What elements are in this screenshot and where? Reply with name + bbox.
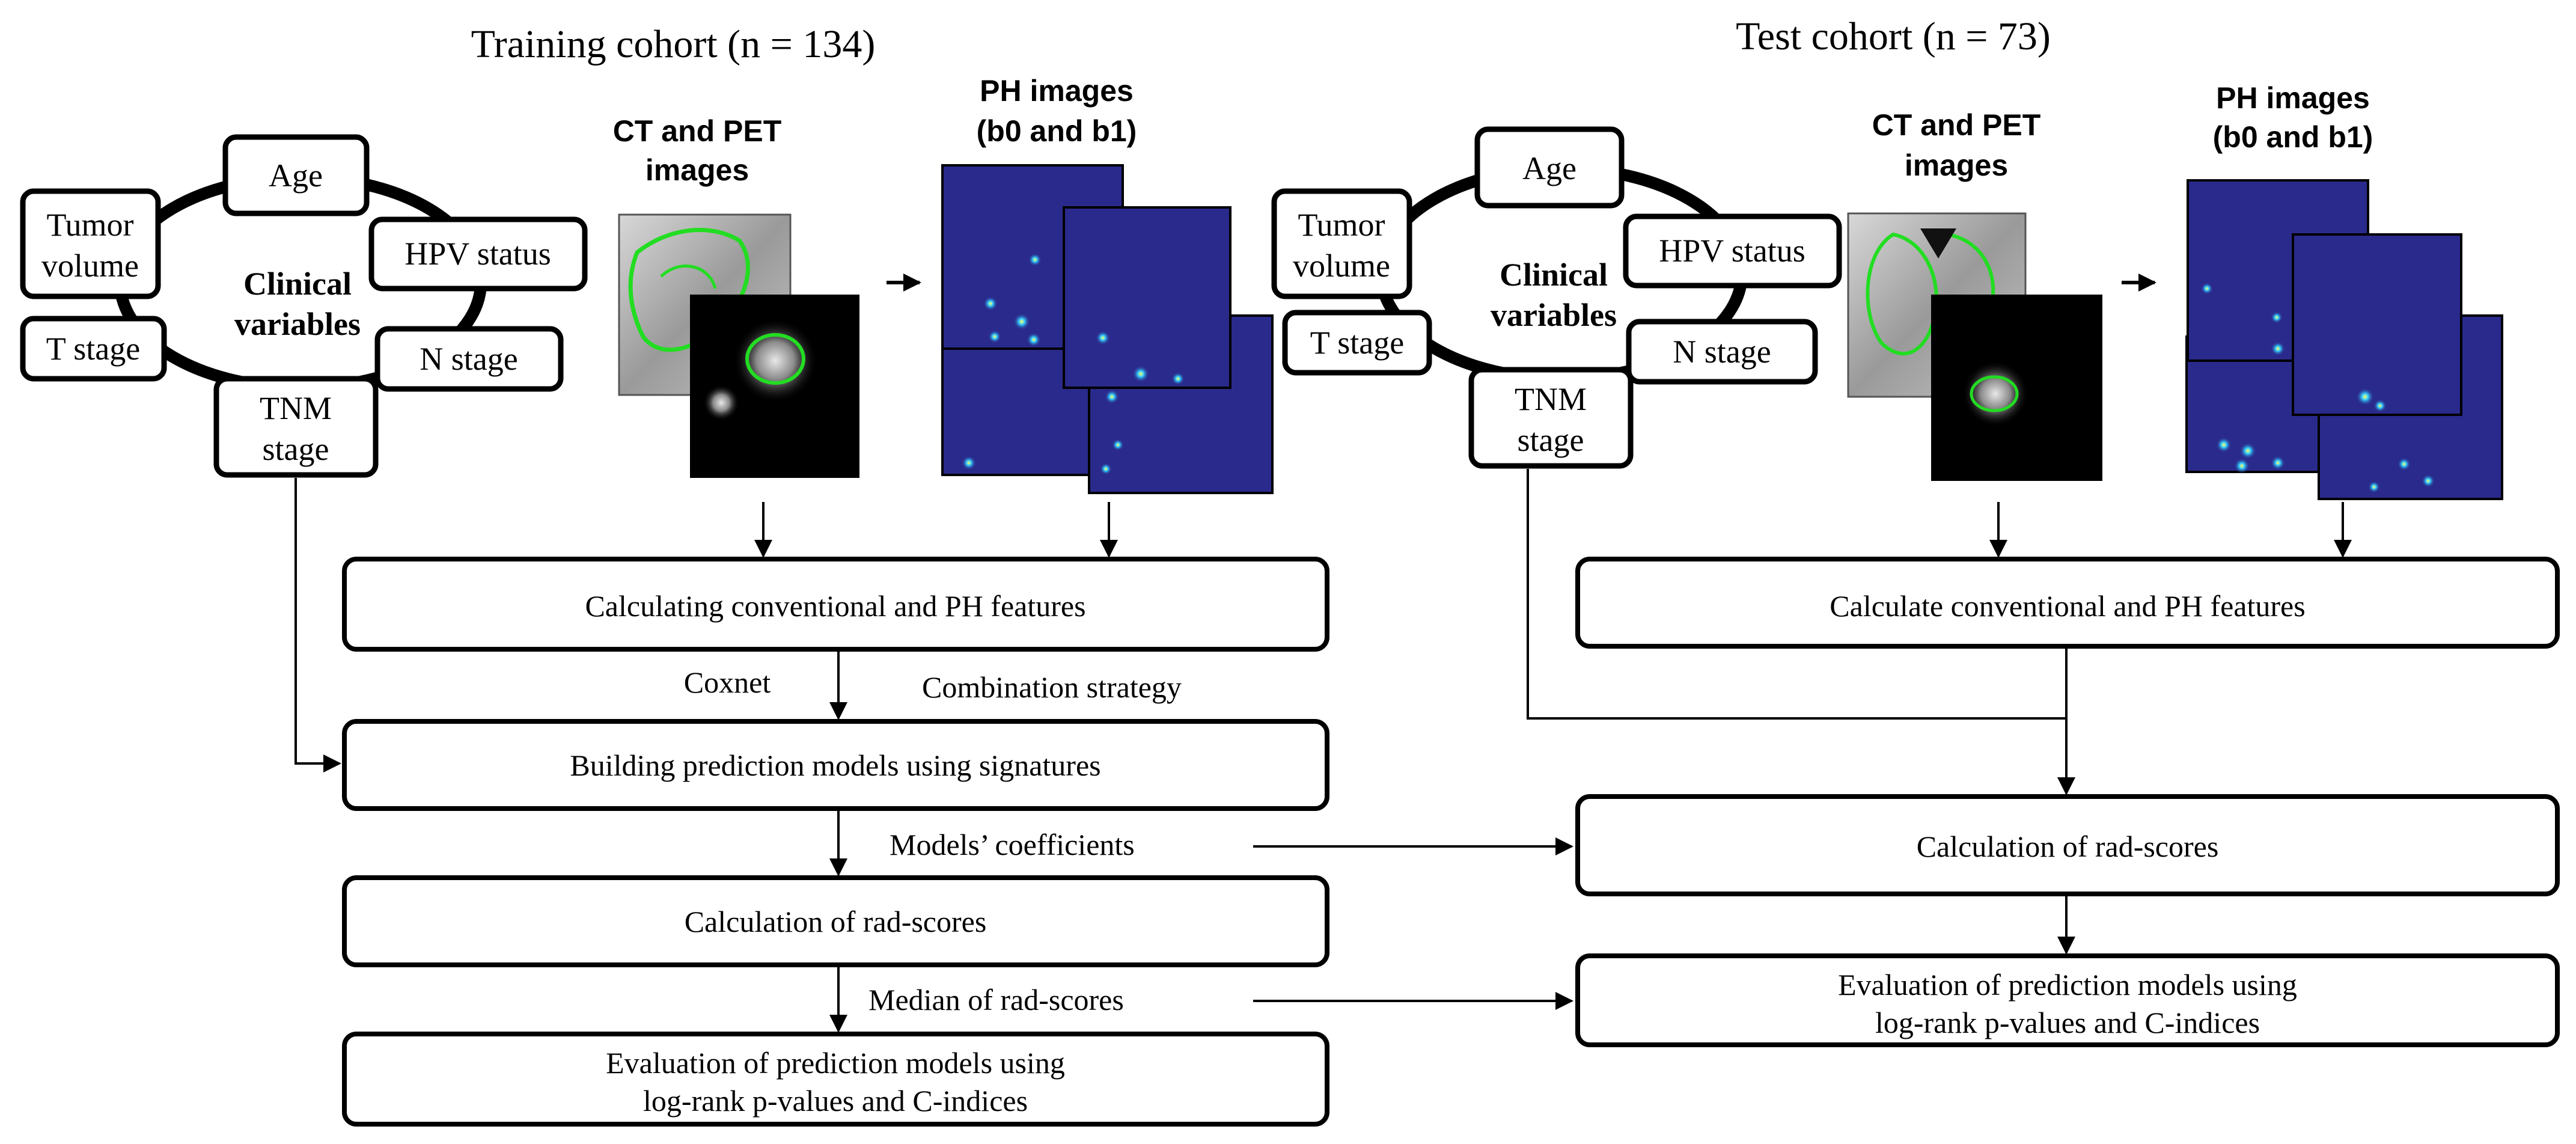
training-hpv-box <box>368 216 588 292</box>
test-tumor-label-line1: Tumor <box>1298 207 1385 243</box>
test-radscores-label: Calculation of rad-scores <box>1917 830 2219 863</box>
test-clinical-center-line1: Clinical <box>1500 257 1608 293</box>
training-coefficients-label: Models’ coefficients <box>890 828 1135 861</box>
training-clinical-variables: Age Tumor volume HPV status T stage N st… <box>20 134 588 478</box>
test-tnm-label-line1: TNM <box>1515 381 1587 417</box>
training-arrow-clinical-to-build <box>295 478 341 772</box>
test-ph-image-stack <box>2185 179 2503 500</box>
test-clinical-variables: Age Tumor volume HPV status T stage N st… <box>1271 126 1842 469</box>
training-eval-label-line2: log-rank p-values and C-indices <box>643 1084 1028 1118</box>
training-tumor-label-line1: Tumor <box>46 207 133 243</box>
training-cohort-title: Training cohort (n = 134) <box>471 22 876 66</box>
test-tumor-volume-box <box>1271 188 1412 299</box>
test-eval-box <box>1575 953 2560 1047</box>
test-radscores-box <box>1575 794 2560 896</box>
training-tnm-stage-box <box>213 376 379 478</box>
training-clinical-center-line2: variables <box>234 306 361 342</box>
training-age-label: Age <box>269 158 323 194</box>
training-radscores-label: Calculation of rad-scores <box>685 905 987 938</box>
test-features-label: Calculate conventional and PH features <box>1830 589 2305 623</box>
training-eval-label-line1: Evaluation of prediction models using <box>606 1046 1065 1080</box>
test-ph-heading-line2: (b0 and b1) <box>2213 120 2373 154</box>
training-build-box <box>342 719 1329 811</box>
training-build-label: Building prediction models using signatu… <box>570 748 1100 782</box>
training-radscores-box <box>342 875 1329 967</box>
training-tumor-label-line2: volume <box>41 248 139 284</box>
test-pet-image <box>1931 295 2102 481</box>
test-line-clinical-to-merge <box>1527 469 2066 720</box>
training-t-stage-box <box>20 316 167 382</box>
test-cohort-title: Test cohort (n = 73) <box>1736 14 2051 58</box>
test-ct-pet-heading-line2: images <box>1905 148 2008 182</box>
test-tnm-stage-box <box>1468 367 1634 469</box>
test-clinical-center-line2: variables <box>1491 297 1617 333</box>
training-features-box <box>342 557 1329 652</box>
training-tnm-label-line1: TNM <box>260 390 332 426</box>
training-n-stage-box <box>374 326 564 392</box>
training-clinical-center-line1: Clinical <box>243 266 352 302</box>
training-n-stage-label: N stage <box>420 341 517 377</box>
test-ct-pet-heading-line1: CT and PET <box>1872 108 2041 142</box>
test-tumor-label-line2: volume <box>1293 248 1390 284</box>
training-hpv-label: HPV status <box>404 236 551 272</box>
training-ct-pet-heading-line1: CT and PET <box>613 114 782 148</box>
test-hpv-label: HPV status <box>1659 233 1805 269</box>
test-ph-heading-line1: PH images <box>2216 81 2370 115</box>
training-combination-label: Combination strategy <box>922 670 1182 704</box>
training-ph-heading-line2: (b0 and b1) <box>977 114 1137 148</box>
test-t-stage-label: T stage <box>1310 325 1404 361</box>
test-age-box <box>1474 126 1625 209</box>
training-coxnet-label: Coxnet <box>684 665 771 699</box>
training-median-label: Median of rad-scores <box>868 983 1124 1017</box>
test-hpv-box <box>1623 213 1842 289</box>
test-t-stage-box <box>1282 310 1432 376</box>
training-t-stage-label: T stage <box>46 331 140 367</box>
training-age-box <box>222 134 370 216</box>
test-features-box <box>1575 557 2560 649</box>
training-ph-image-stack <box>941 164 1274 494</box>
training-ct-pet-heading-line2: images <box>646 153 749 187</box>
training-ph-heading-line1: PH images <box>980 74 1134 108</box>
test-n-stage-box <box>1626 319 1818 385</box>
training-eval-box <box>342 1032 1329 1127</box>
training-tumor-volume-box <box>20 188 161 299</box>
training-pet-image <box>690 295 859 478</box>
test-tnm-label-line2: stage <box>1518 422 1584 458</box>
test-n-stage-label: N stage <box>1673 334 1771 370</box>
test-eval-label-line1: Evaluation of prediction models using <box>1838 968 2297 1002</box>
test-age-label: Age <box>1522 150 1576 186</box>
test-eval-label-line2: log-rank p-values and C-indices <box>1875 1006 2260 1039</box>
training-features-label: Calculating conventional and PH features <box>585 589 1085 623</box>
training-tnm-label-line2: stage <box>263 431 329 467</box>
